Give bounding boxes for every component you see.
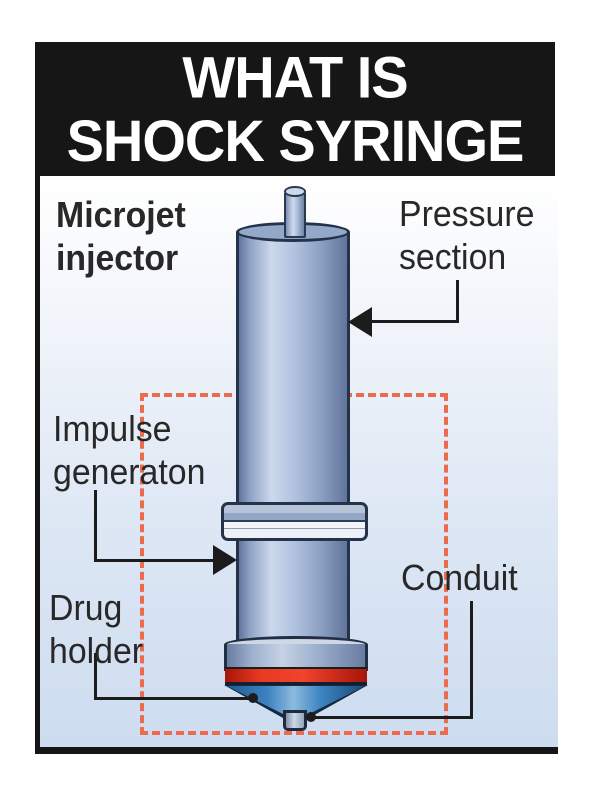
- impulse-generator-label: Impulse generaton: [53, 408, 206, 492]
- connector-dot-icon: [306, 712, 316, 722]
- syringe-plunger-rod-top: [284, 186, 306, 197]
- impulse-generator-ring: [221, 502, 368, 541]
- drug-holder-label: Drug holder: [49, 587, 144, 671]
- headline-text: WHAT IS SHOCK SYRINGE: [66, 44, 525, 174]
- drug-holder-cap: [224, 644, 368, 671]
- pressure-section-label: Pressure section: [399, 193, 535, 277]
- syringe-barrel: [236, 232, 350, 646]
- pressure-leader-vertical: [456, 280, 459, 323]
- conduit-label: Conduit: [401, 557, 518, 598]
- arrow-left-icon: [348, 307, 372, 337]
- arrow-right-icon: [213, 545, 237, 575]
- conduit-leader-horizontal: [312, 716, 473, 719]
- syringe-plunger-rod: [284, 192, 306, 238]
- drug-holder-leader-vertical: [94, 653, 97, 700]
- drug-holder-leader-horizontal: [94, 697, 252, 700]
- pressure-leader-horizontal: [360, 320, 459, 323]
- conduit-nozzle: [283, 710, 307, 731]
- impulse-leader-horizontal: [94, 559, 220, 562]
- subject-label: Microjet injector: [56, 194, 186, 278]
- conduit-leader-vertical: [470, 601, 473, 719]
- drug-holder-red-band: [225, 667, 367, 685]
- connector-dot-icon: [248, 693, 258, 703]
- impulse-leader-vertical: [94, 490, 97, 561]
- headline-banner: WHAT IS SHOCK SYRINGE: [35, 42, 555, 176]
